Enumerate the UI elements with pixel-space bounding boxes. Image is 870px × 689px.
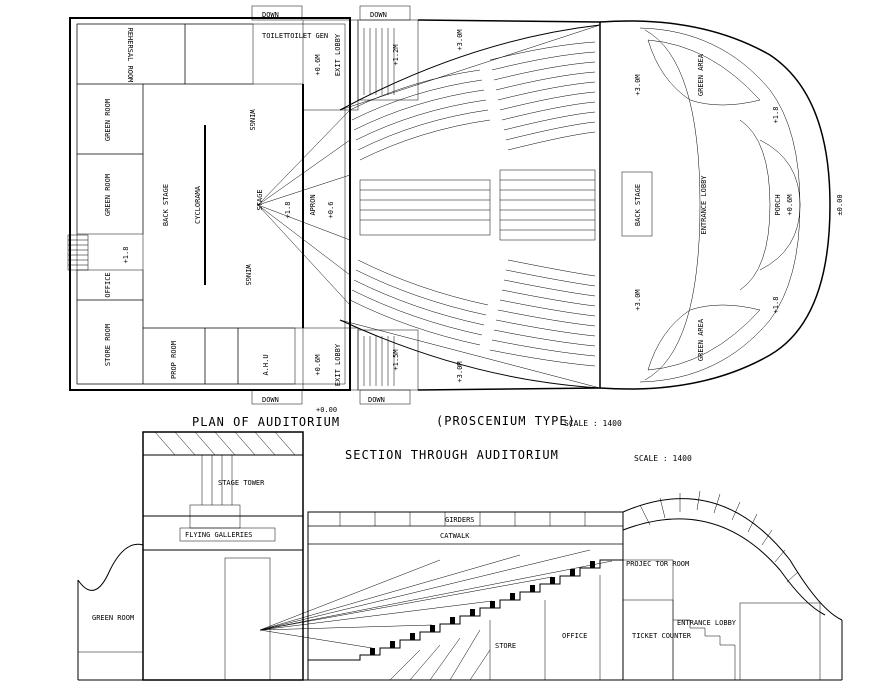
sight-lines [257,109,351,306]
label-section-green-room: GREEN ROOM [92,614,134,622]
level-apron-0-6: +0.6 [327,202,335,219]
label-cyclorama: CYCLORAMA [194,185,202,224]
level-bottom-0-6m: +0.6M [314,354,322,375]
seating-block-top-right [489,41,596,151]
section-sight-lines [259,549,613,649]
hatch-under-seats [389,629,491,681]
level-bottom-3-0m: +3.0M [456,361,464,382]
plan-title: PLAN OF AUDITORIUM [192,415,340,429]
label-toilet: TOILET [262,32,288,40]
label-office: OFFICE [104,272,112,297]
label-down-bottom-right: DOWN [368,396,385,404]
label-ahu: A.H.U [262,354,270,375]
stair-hatch-bottom [363,336,395,386]
label-entrance-lobby: ENTRANCE LOBBY [700,175,708,235]
label-wings-bottom: WINGS [244,264,252,285]
label-projector-room: PROJEC TOR ROOM [626,560,689,568]
label-green-area-bottom: GREEN AREA [697,318,705,361]
level-right-bottom-1-8: +1.8 [772,297,780,314]
level-left-1-8: +1.8 [122,247,130,264]
plan-subtitle: (PROSCENIUM TYPE) [436,414,576,428]
label-down-top-right: DOWN [370,11,387,19]
label-stage: STAGE [256,189,264,210]
label-rehersal-room: REHERSAL ROOM [126,28,134,83]
stage-tower-hatch [154,431,296,456]
label-porch: PORCH [774,194,782,215]
label-back-stage-2: BACK STAGE [634,184,642,226]
label-stage-tower: STAGE TOWER [218,479,265,487]
label-green-room-1: GREEN ROOM [104,99,112,141]
plan-scale: SCALE : 1400 [564,419,622,428]
label-section-entrance-lobby: ENTRANCE LOBBY [677,619,737,627]
label-wings-top: WINGS [248,109,256,130]
level-bottom-1-5m: +1.5M [392,349,400,370]
label-exit-lobby-top: EXIT LOBBY [334,33,342,76]
seating-block-top-left [349,69,491,161]
label-down-top-left: DOWN [262,11,279,19]
girder-divisions [339,512,586,526]
level-top-1-2m: +1.2M [392,44,400,65]
section-title: SECTION THROUGH AUDITORIUM [345,448,559,462]
level-top-3-0m: +3.0M [456,29,464,50]
label-prop-room: PROP ROOM [170,341,178,379]
level-bottom-3-0m-2: +3.0M [634,289,642,310]
label-toilet-gen: TOILET GEN [286,32,328,40]
label-green-area-top: GREEN AREA [697,53,705,96]
section-scale: SCALE : 1400 [634,454,692,463]
stair-hatch-left [68,239,88,266]
level-top-3-0m-2: +3.0M [634,74,642,95]
level-right-top-1-8: +1.8 [772,107,780,124]
label-girders: GIRDERS [445,516,475,524]
label-back-stage: BACK STAGE [162,184,170,226]
level-stage-1-8: +1.8 [284,202,292,219]
auditorium-section: SECTION THROUGH AUDITORIUM SCALE : 1400 … [77,431,843,681]
roof-truss [639,490,799,583]
label-section-office: OFFICE [562,632,587,640]
seating-block-middle [359,169,596,241]
auditorium-plan: REHERSAL ROOM GREEN ROOM GREEN ROOM OFFI… [67,5,844,429]
level-porch-0-6m: +0.6M [786,194,794,215]
level-bottom-0-00: +0.00 [316,406,337,414]
label-exit-lobby-bottom: EXIT LOBBY [334,343,342,386]
label-green-room-2: GREEN ROOM [104,174,112,216]
label-section-store: STORE [495,642,516,650]
label-catwalk: CATWALK [440,532,470,540]
label-ticket-counter: TICKET COUNTER [632,632,692,640]
label-down-bottom-left: DOWN [262,396,279,404]
seating-rows [370,561,595,655]
level-top-0-6m: +0.6M [314,54,322,75]
label-apron: APRON [309,194,317,215]
seating-block-bottom [349,259,596,367]
level-right-0-00: ±0.00 [836,194,844,215]
label-flying-galleries: FLYING GALLERIES [185,531,252,539]
label-store-room: STORE ROOM [104,324,112,366]
